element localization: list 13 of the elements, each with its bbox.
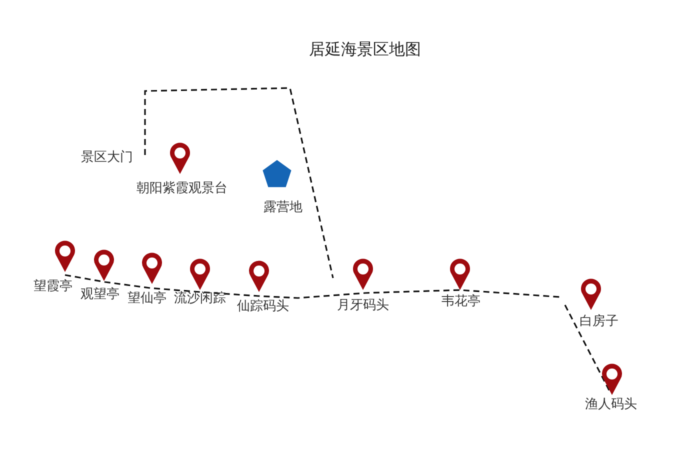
- place-name-label: 流沙闲踪: [174, 291, 226, 307]
- place-name-label: 朝阳紫霞观景台: [136, 181, 228, 197]
- place-name-label: 白房子: [580, 314, 618, 330]
- place-name-label: 望霞亭: [34, 279, 72, 295]
- place-name-label: 观望亭: [80, 287, 120, 303]
- place-name-label: 望仙亭: [128, 291, 166, 307]
- place-name-label: 景区大门: [81, 150, 133, 166]
- place-name-label: 月牙码头: [337, 298, 389, 314]
- place-name-label: 仙踪码头: [237, 299, 289, 315]
- place-name-label: 露营地: [264, 200, 302, 216]
- map-title: 居延海景区地图: [309, 40, 421, 60]
- place-name-label: 韦花亭: [442, 294, 480, 310]
- place-name-label: 渔人码头: [585, 397, 637, 413]
